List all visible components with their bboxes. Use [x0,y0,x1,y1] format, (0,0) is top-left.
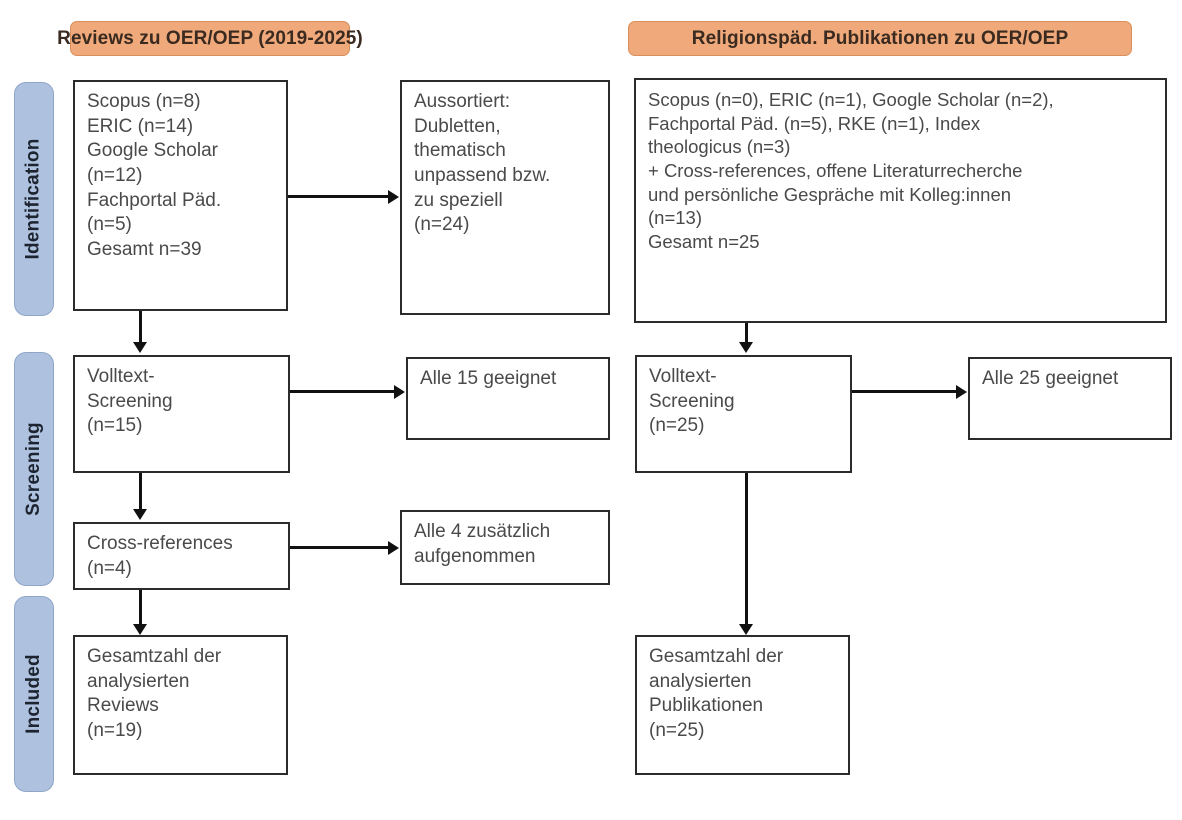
arrowhead-right-screening-to-result [956,385,967,399]
right-fulltext-result-box: Alle 25 geeignet [968,357,1172,440]
connector-left-ident-to-screening [139,311,142,344]
right-identification-sources-box: Scopus (n=0), ERIC (n=1), Google Scholar… [634,78,1167,323]
left-excluded-box: Aussortiert: Dubletten, thematisch unpas… [400,80,610,315]
left-fulltext-screening-box: Volltext- Screening (n=15) [73,355,290,473]
connector-left-ident-to-excluded [288,195,388,198]
connector-right-screening-to-included [745,473,748,626]
stage-label-screening-text: Screening [23,422,45,516]
stage-label-included: Included [14,596,54,792]
connector-left-screening-to-result [290,390,394,393]
arrowhead-left-crossrefs-to-included [133,624,147,635]
arrowhead-left-screening-to-crossrefs [133,509,147,520]
left-cross-references-result-box: Alle 4 zusätzlich aufgenommen [400,510,610,585]
left-fulltext-result-box: Alle 15 geeignet [406,357,610,440]
arrowhead-left-ident-to-screening [133,342,147,353]
connector-left-crossrefs-to-result [290,546,388,549]
left-cross-references-box: Cross-references (n=4) [73,522,290,590]
column-header-right: Religionspäd. Publikationen zu OER/OEP [628,21,1132,56]
stage-label-screening: Screening [14,352,54,586]
right-fulltext-screening-box: Volltext- Screening (n=25) [635,355,852,473]
arrowhead-left-ident-to-excluded [388,190,399,204]
column-header-left: Reviews zu OER/OEP (2019-2025) [57,21,363,56]
arrowhead-right-ident-to-screening [739,342,753,353]
stage-label-identification-text: Identification [23,138,44,260]
arrowhead-left-screening-to-result [394,385,405,399]
connector-right-ident-to-screening [745,323,748,344]
arrowhead-left-crossrefs-to-result [388,541,399,555]
left-included-total-box: Gesamtzahl der analysierten Reviews (n=1… [73,635,288,775]
connector-right-screening-to-result [852,390,956,393]
left-identification-sources-box: Scopus (n=8) ERIC (n=14) Google Scholar … [73,80,288,311]
connector-left-screening-to-crossrefs [139,473,142,511]
right-included-total-box: Gesamtzahl der analysierten Publikatione… [635,635,850,775]
stage-label-identification: Identification [14,82,54,316]
arrowhead-right-screening-to-included [739,624,753,635]
stage-label-included-text: Included [23,654,44,734]
connector-left-crossrefs-to-included [139,590,142,626]
